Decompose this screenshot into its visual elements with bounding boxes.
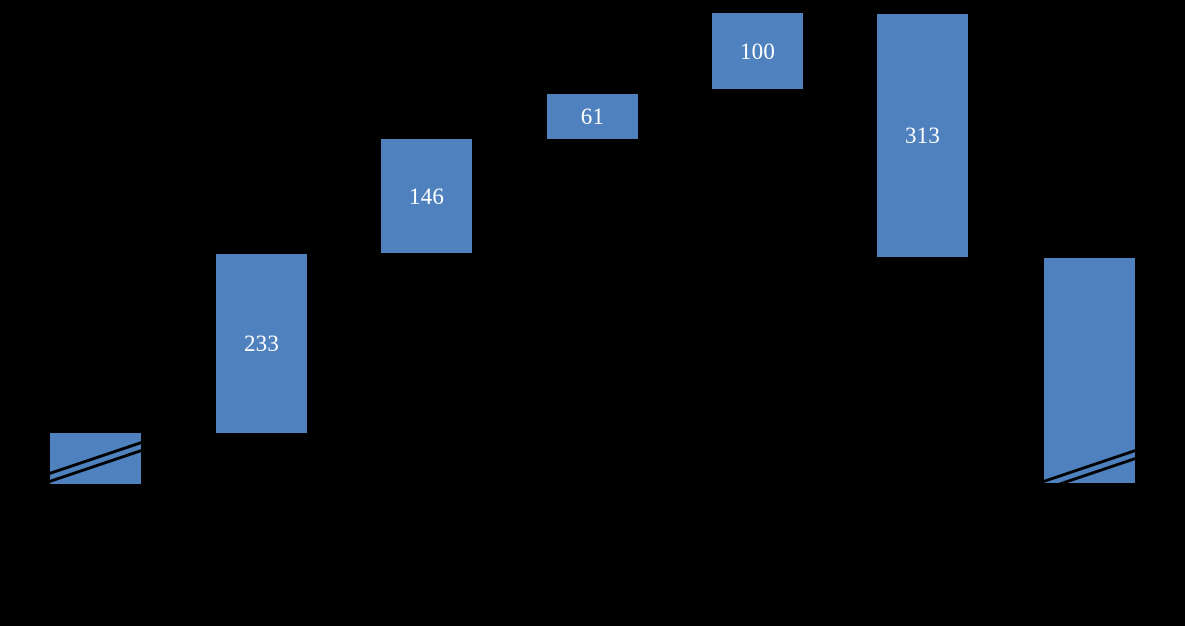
bar-value-label: 146 — [408, 183, 445, 209]
bar-value-label: 61 — [580, 104, 605, 129]
bar-step-313[interactable]: 313 — [877, 14, 968, 257]
bar-value-label: 100 — [739, 38, 776, 64]
bar-step-61[interactable]: 61 — [547, 94, 638, 139]
bar-end-total[interactable] — [1044, 258, 1135, 483]
bar-step-100[interactable]: 100 — [712, 13, 803, 89]
bar-value-label: 233 — [243, 331, 280, 356]
bar-start-total[interactable] — [50, 433, 141, 484]
bar-step-146[interactable]: 146 — [381, 139, 472, 253]
bar-step-233[interactable]: 233 — [216, 254, 307, 433]
bar-value-label: 313 — [904, 123, 941, 148]
